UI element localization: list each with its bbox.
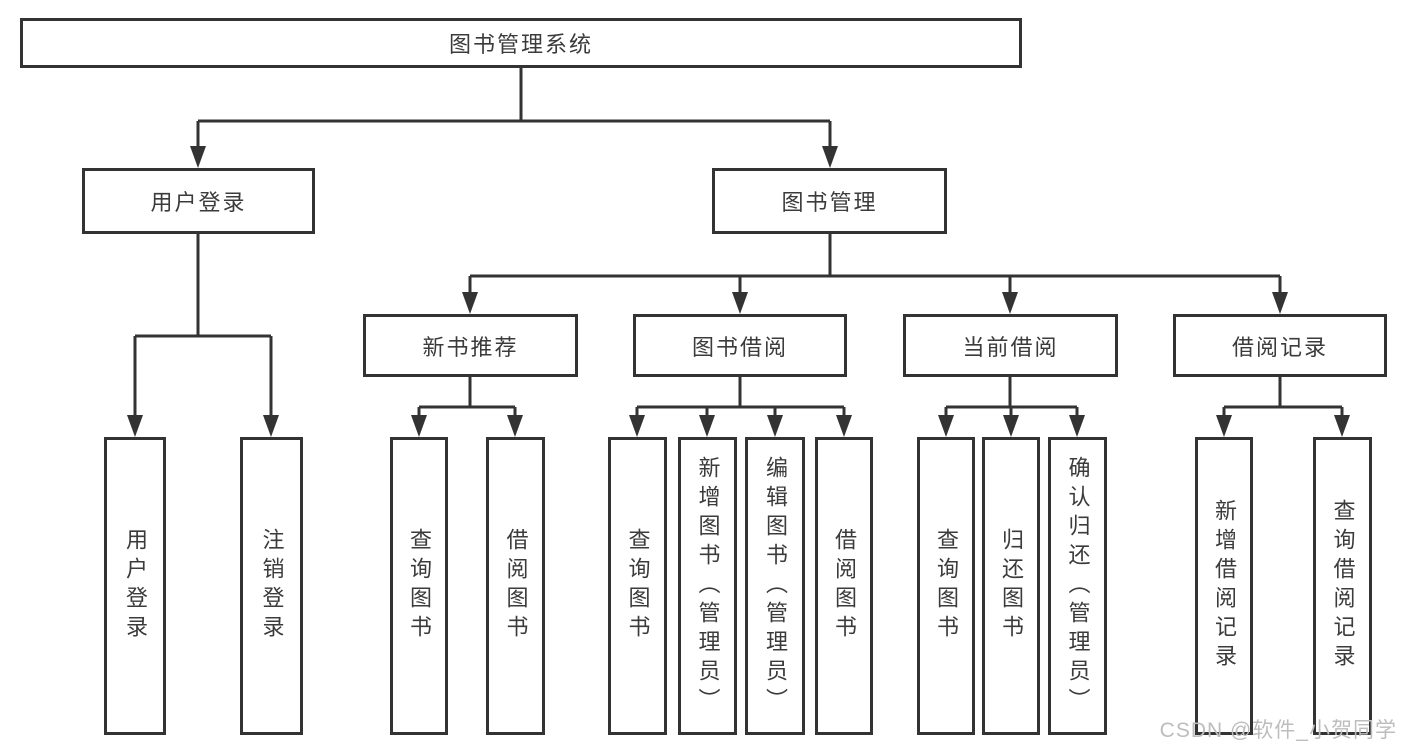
leaf-borrow-add-books-admin: 新增图书（管理员） xyxy=(678,437,737,735)
node-current-borrow: 当前借阅 xyxy=(903,314,1118,377)
csdn-watermark: CSDN @软件_小贺同学 xyxy=(1159,719,1397,742)
leaf-current-return-books-label: 归还图书 xyxy=(999,528,1024,644)
leaf-records-add-record: 新增借阅记录 xyxy=(1195,437,1253,735)
node-current-borrow-label: 当前借阅 xyxy=(962,334,1059,360)
leaf-recommend-borrow-books-label: 借阅图书 xyxy=(503,528,529,644)
leaf-borrow-query-books: 查询图书 xyxy=(608,437,667,735)
leaf-current-query-books: 查询图书 xyxy=(917,437,975,735)
leaf-current-confirm-return-admin-label: 确认归还（管理员） xyxy=(1065,455,1091,717)
node-borrow-records-label: 借阅记录 xyxy=(1231,334,1328,360)
leaf-logout-label: 注销登录 xyxy=(259,528,285,644)
leaf-logout: 注销登录 xyxy=(240,437,303,735)
leaf-borrow-edit-books-admin: 编辑图书（管理员） xyxy=(745,437,805,735)
leaf-records-add-record-label: 新增借阅记录 xyxy=(1212,499,1237,673)
leaf-borrow-borrow-books-label: 借阅图书 xyxy=(832,528,857,644)
node-user-login: 用户登录 xyxy=(82,168,315,234)
node-book-management: 图书管理 xyxy=(712,168,947,234)
node-book-management-label: 图书管理 xyxy=(781,190,878,215)
leaf-user-login: 用户登录 xyxy=(104,437,166,735)
node-root-label: 图书管理系统 xyxy=(448,32,593,57)
node-new-book-recommend: 新书推荐 xyxy=(363,314,578,377)
node-book-borrow: 图书借阅 xyxy=(633,314,847,377)
leaf-recommend-query-books-label: 查询图书 xyxy=(407,528,432,644)
node-new-book-recommend-label: 新书推荐 xyxy=(422,334,519,360)
leaf-records-query-record: 查询借阅记录 xyxy=(1313,437,1372,735)
leaf-borrow-add-books-admin-label: 新增图书（管理员） xyxy=(695,455,721,717)
leaf-current-return-books: 归还图书 xyxy=(982,437,1040,735)
leaf-borrow-borrow-books: 借阅图书 xyxy=(815,437,873,735)
leaf-recommend-borrow-books: 借阅图书 xyxy=(486,437,545,735)
leaf-current-confirm-return-admin: 确认归还（管理员） xyxy=(1048,437,1107,735)
leaf-borrow-query-books-label: 查询图书 xyxy=(625,528,651,644)
leaf-user-login-label: 用户登录 xyxy=(123,528,148,644)
leaf-recommend-query-books: 查询图书 xyxy=(390,437,448,735)
node-root: 图书管理系统 xyxy=(20,18,1022,68)
node-borrow-records: 借阅记录 xyxy=(1173,314,1387,377)
arrowheads xyxy=(127,146,1350,437)
leaf-records-query-record-label: 查询借阅记录 xyxy=(1330,499,1356,673)
node-user-login-label: 用户登录 xyxy=(150,190,247,215)
node-book-borrow-label: 图书借阅 xyxy=(691,334,788,360)
leaf-current-query-books-label: 查询图书 xyxy=(934,528,959,644)
connector-paths xyxy=(133,68,1344,419)
leaf-borrow-edit-books-admin-label: 编辑图书（管理员） xyxy=(763,455,788,717)
